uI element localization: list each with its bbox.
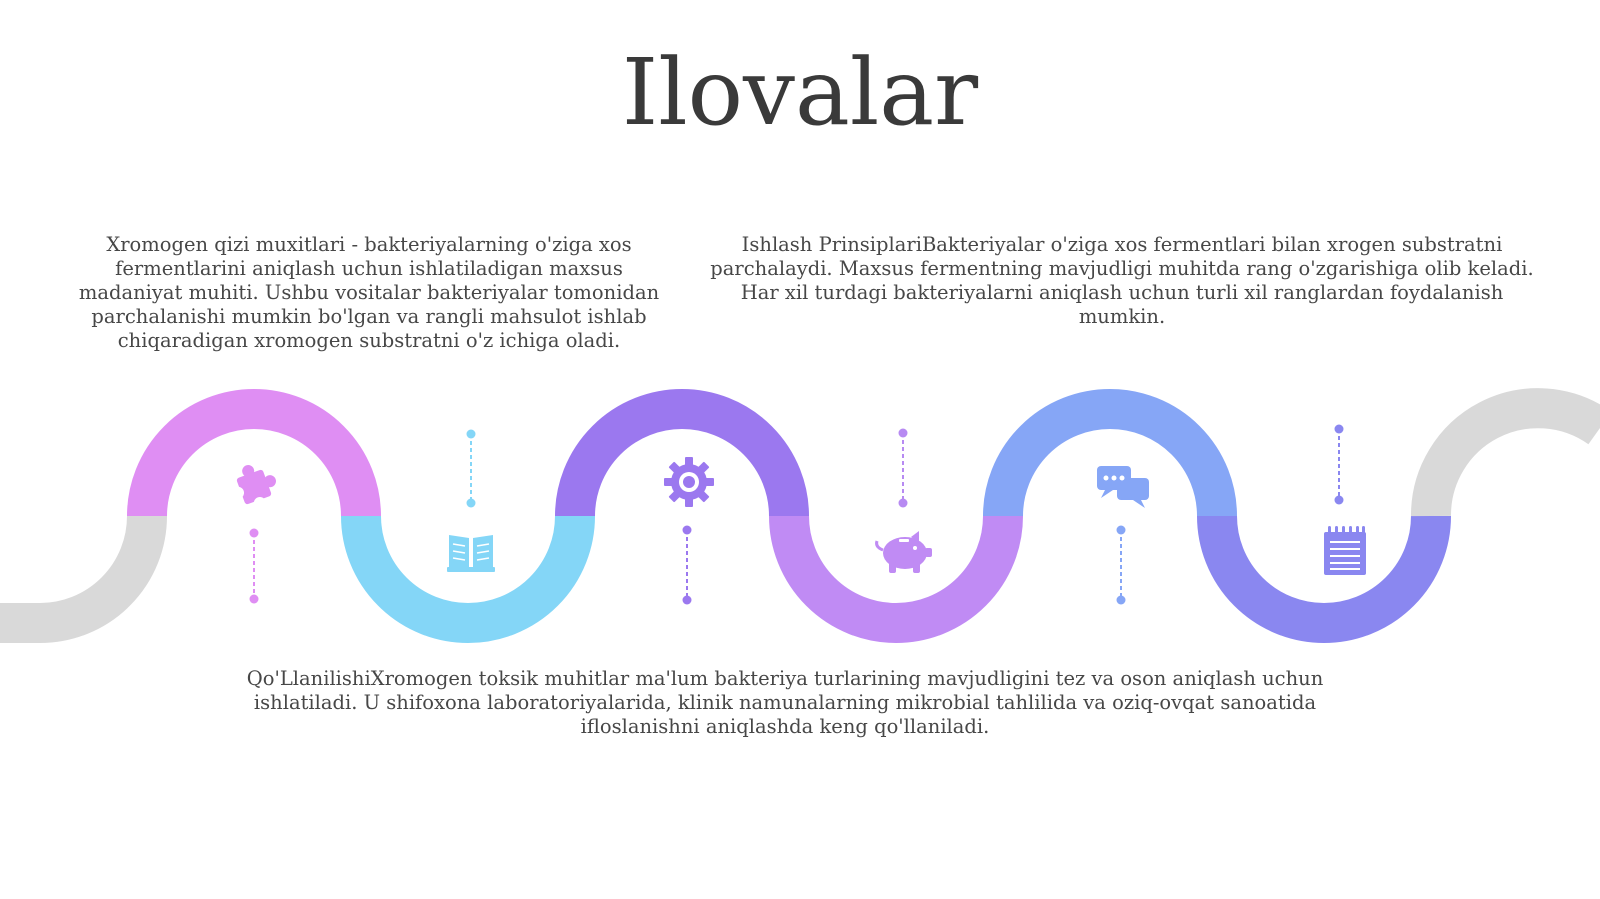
piggy-bank-icon: [875, 531, 932, 573]
wave-segment-cyan-bottom: [341, 515, 595, 643]
wave-segment-grey-right: [1410, 388, 1600, 517]
wave-segment-lilac-bottom: [769, 515, 1023, 643]
wave-segment-pink-top: [127, 389, 381, 517]
text-block-bottom: Qo'LlanilishiXromogen toksik muhitlar ma…: [246, 667, 1324, 738]
wave-segment-indigo-bottom: [1197, 515, 1451, 643]
text-block-left: Xromogen qizi muxitlari - bakteriyalarni…: [78, 233, 660, 352]
connector-2: [466, 429, 476, 508]
wave-segment-blue-top: [983, 389, 1237, 517]
notepad-icon: [1324, 526, 1366, 575]
connector-4: [898, 428, 908, 508]
wave-segment-violet-top: [555, 389, 809, 517]
connector-5: [1116, 525, 1126, 605]
text-block-right: Ishlash PrinsiplariBakteriyalar o'ziga x…: [710, 233, 1534, 328]
gear-icon: [664, 457, 714, 507]
connector-3: [682, 525, 692, 605]
book-icon: [447, 535, 495, 572]
connector-6: [1334, 424, 1344, 505]
chat-icon: [1097, 466, 1149, 508]
puzzle-icon: [232, 465, 276, 509]
connector-1: [249, 528, 259, 604]
slide-title: Ilovalar: [621, 39, 979, 146]
wave-segment-grey-left: [0, 515, 167, 643]
